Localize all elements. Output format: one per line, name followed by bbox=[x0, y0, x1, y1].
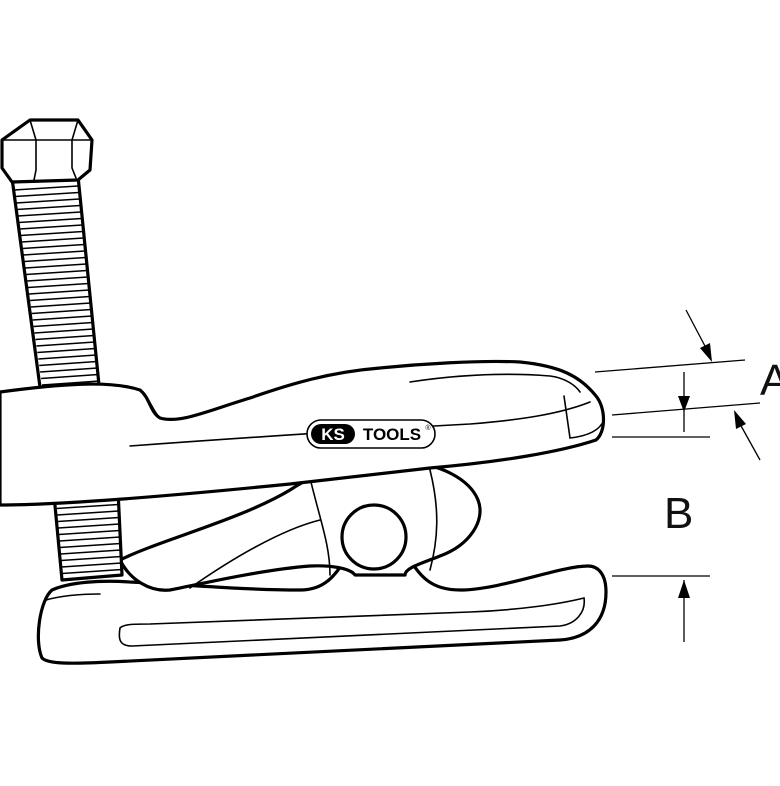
thread-line bbox=[59, 536, 121, 542]
bolt-upper-threads bbox=[13, 185, 100, 386]
thread-line bbox=[21, 237, 84, 243]
dim-a-label: A bbox=[760, 356, 780, 405]
dim-a-arrow-bottom bbox=[734, 410, 746, 429]
thread-line bbox=[26, 269, 88, 276]
thread-line bbox=[15, 198, 80, 204]
dim-b-label: B bbox=[664, 489, 693, 538]
thread-line bbox=[39, 360, 97, 367]
thread-line bbox=[37, 347, 96, 354]
thread-line bbox=[27, 282, 89, 289]
thread-line bbox=[58, 523, 120, 529]
thread-line bbox=[13, 185, 79, 191]
pivot-pin bbox=[340, 503, 408, 571]
bolt-upper bbox=[10, 174, 102, 404]
thread-line bbox=[16, 204, 81, 211]
ks-tools-logo: KS TOOLS ® bbox=[306, 419, 436, 449]
thread-line bbox=[41, 380, 100, 386]
thread-line bbox=[27, 276, 88, 282]
thread-line bbox=[41, 373, 99, 380]
thread-line bbox=[17, 211, 81, 217]
thread-line bbox=[31, 308, 92, 315]
upper-arm bbox=[0, 359, 606, 507]
bolt-head-outline bbox=[0, 118, 94, 184]
logo-ks-text: KS bbox=[321, 425, 345, 444]
thread-line bbox=[60, 555, 122, 562]
thread-line bbox=[60, 549, 121, 555]
thread-line bbox=[59, 542, 121, 549]
thread-line bbox=[38, 354, 97, 360]
thread-line bbox=[29, 295, 90, 302]
upper-arm-boss bbox=[139, 389, 161, 419]
thread-line bbox=[34, 328, 94, 334]
thread-line bbox=[61, 562, 122, 568]
thread-line bbox=[14, 191, 79, 198]
dim-a-ext-top bbox=[594, 359, 746, 373]
thread-line bbox=[19, 224, 83, 230]
tool-body-web-left bbox=[309, 477, 331, 576]
bolt-head-edge-left bbox=[29, 119, 37, 181]
thread-line bbox=[24, 256, 86, 263]
lower-jaw-lip bbox=[45, 593, 101, 601]
thread-line bbox=[36, 341, 95, 347]
dim-a-leader-top bbox=[685, 309, 707, 349]
tool-body bbox=[118, 460, 482, 592]
thread-line bbox=[61, 568, 123, 575]
dimension-a: A bbox=[594, 309, 780, 461]
thread-line bbox=[33, 321, 93, 328]
thread-line bbox=[18, 217, 82, 224]
dim-a-arrow-mid bbox=[678, 396, 690, 412]
upper-arm-outline bbox=[0, 359, 606, 507]
thread-line bbox=[56, 503, 119, 510]
thread-line bbox=[22, 243, 85, 250]
dim-a-ext-mid bbox=[611, 402, 761, 416]
upper-arm-tip-face bbox=[563, 395, 605, 439]
upper-arm-top-bevel bbox=[409, 373, 581, 393]
dim-b-arrow bbox=[678, 580, 690, 598]
thread-line bbox=[35, 334, 95, 341]
thread-line bbox=[28, 289, 90, 295]
logo-tools-text: TOOLS bbox=[363, 425, 421, 444]
thread-line bbox=[32, 315, 93, 321]
bolt-head bbox=[0, 118, 94, 184]
thread-line bbox=[58, 529, 120, 536]
thread-line bbox=[57, 516, 120, 523]
lower-jaw-slot bbox=[118, 597, 585, 647]
thread-line bbox=[57, 510, 119, 516]
thread-line bbox=[23, 250, 86, 256]
logo-ks-badge bbox=[311, 424, 355, 444]
dimension-b: B bbox=[612, 489, 710, 642]
dim-a-leader-bottom bbox=[739, 423, 761, 461]
thread-line bbox=[20, 230, 83, 237]
dim-a-arrow-top bbox=[700, 343, 712, 362]
bolt-lower bbox=[52, 488, 124, 582]
tool-body-web-right bbox=[429, 469, 438, 571]
tool-body-bevel bbox=[189, 519, 321, 589]
logo-registered-mark: ® bbox=[425, 424, 431, 432]
thread-line bbox=[30, 302, 91, 308]
thread-line bbox=[40, 367, 98, 373]
thread-line bbox=[25, 263, 87, 269]
bolt-head-edge-right bbox=[71, 119, 79, 179]
